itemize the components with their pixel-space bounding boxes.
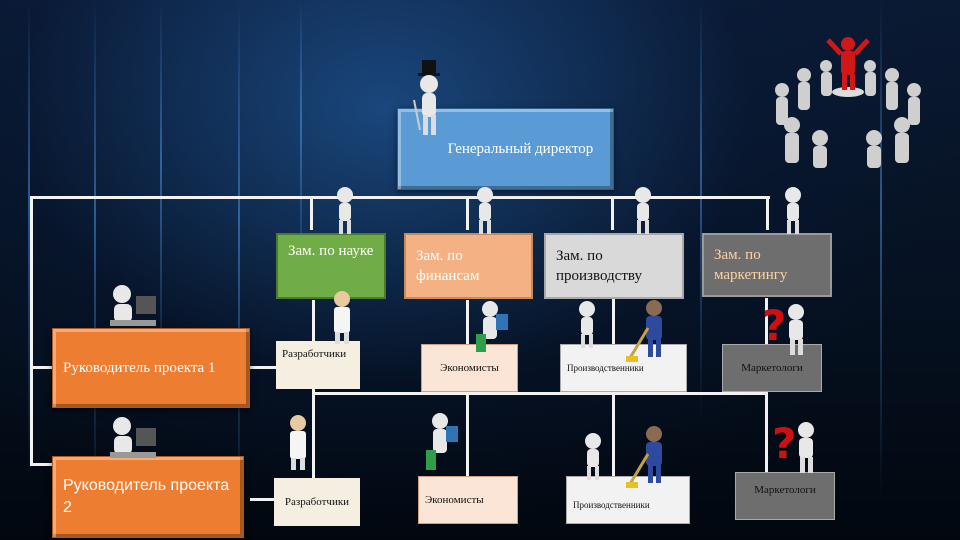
figure-icon: [470, 186, 500, 236]
light-streak: [700, 0, 702, 420]
project-lead-2-label: Руководитель проекта 2: [63, 475, 233, 518]
deputy-production-box: Зам. по производству: [544, 233, 684, 299]
connector-top-bus: [30, 196, 770, 199]
svg-text:?: ?: [772, 419, 796, 468]
connector-lead1-row: [250, 366, 278, 369]
scientist-icon: [326, 290, 358, 346]
figure-icon: [578, 432, 608, 484]
connector-to-lead-1: [30, 366, 52, 369]
economist-figure-icon: [474, 300, 514, 356]
director-label: Генеральный директор: [448, 139, 594, 159]
connector-to-science: [310, 196, 313, 230]
figure-icon: [778, 186, 808, 236]
economists-box-2: Экономисты: [418, 476, 518, 524]
question-mark-figure-icon: ?: [760, 300, 810, 360]
svg-text:?: ?: [762, 301, 786, 350]
crowd-with-leader-icon: [762, 30, 932, 170]
developers-box-1: Разработчики: [276, 341, 360, 389]
marketers-box-2: Маркетологи: [735, 472, 835, 520]
connector-middle-bus: [312, 392, 767, 395]
figure-icon: [572, 300, 602, 352]
connector-to-marketing: [766, 196, 769, 230]
developers-label-1: Разработчики: [282, 347, 346, 362]
developers-label-2: Разработчики: [285, 495, 349, 510]
top-hat-figure-icon: [410, 60, 450, 140]
computer-user-icon: [106, 284, 160, 332]
janitor-sweeping-icon: [626, 298, 676, 368]
economists-label-2: Экономисты: [425, 493, 484, 508]
deputy-science-label: Зам. по науке: [288, 243, 373, 259]
deputy-marketing-box: Зам. по маркетингу: [702, 233, 832, 297]
project-lead-2-box: Руководитель проекта 2: [52, 456, 244, 538]
figure-icon: [628, 186, 658, 236]
deputy-finance-box: Зам. по финансам: [404, 233, 533, 299]
connector-to-lead-2: [30, 463, 52, 466]
marketers-label-1: Маркетологи: [741, 361, 803, 376]
light-streak: [94, 0, 96, 520]
connector-left-bus: [30, 196, 33, 466]
figure-icon: [330, 186, 360, 236]
project-lead-1-box: Руководитель проекта 1: [52, 328, 250, 408]
janitor-sweeping-icon: [626, 424, 676, 494]
project-lead-1-label: Руководитель проекта 1: [63, 358, 215, 378]
computer-user-icon: [106, 416, 160, 464]
economists-label-1: Экономисты: [440, 361, 499, 376]
developers-box-2: Разработчики: [274, 478, 360, 526]
connector-to-production: [611, 196, 614, 230]
deputy-finance-label: Зам. по финансам: [416, 246, 521, 287]
marketers-label-2: Маркетологи: [754, 483, 816, 498]
question-mark-figure-icon: ?: [770, 418, 820, 478]
scientist-icon: [282, 414, 314, 474]
economist-figure-icon: [424, 412, 464, 476]
deputy-marketing-label: Зам. по маркетингу: [714, 245, 820, 286]
deputy-production-label: Зам. по производству: [556, 246, 672, 287]
connector-to-finance: [466, 196, 469, 230]
production-workers-label-2: Производственники: [573, 499, 650, 511]
